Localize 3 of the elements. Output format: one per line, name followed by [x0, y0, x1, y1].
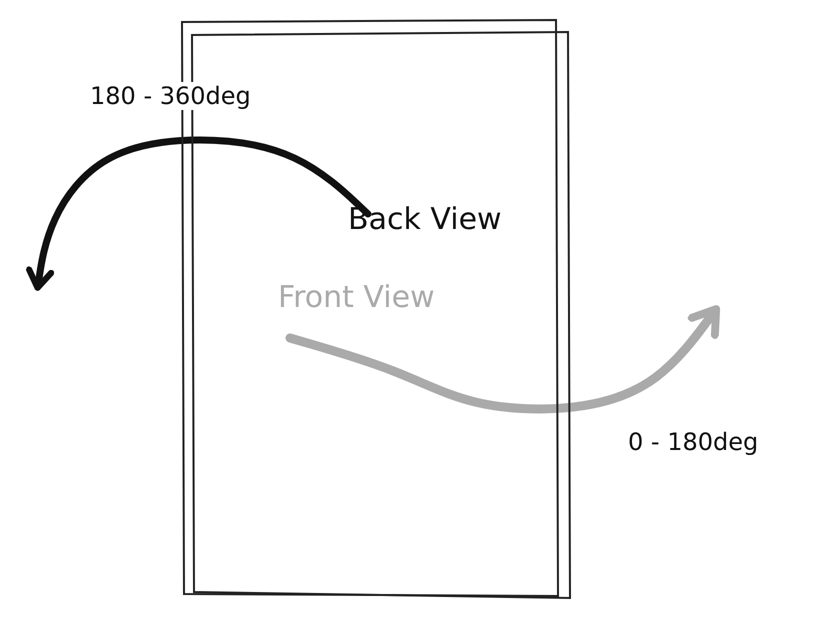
curved-arrow	[26, 136, 372, 291]
curved-arrow	[286, 305, 720, 414]
view-label: Front View	[278, 280, 488, 320]
